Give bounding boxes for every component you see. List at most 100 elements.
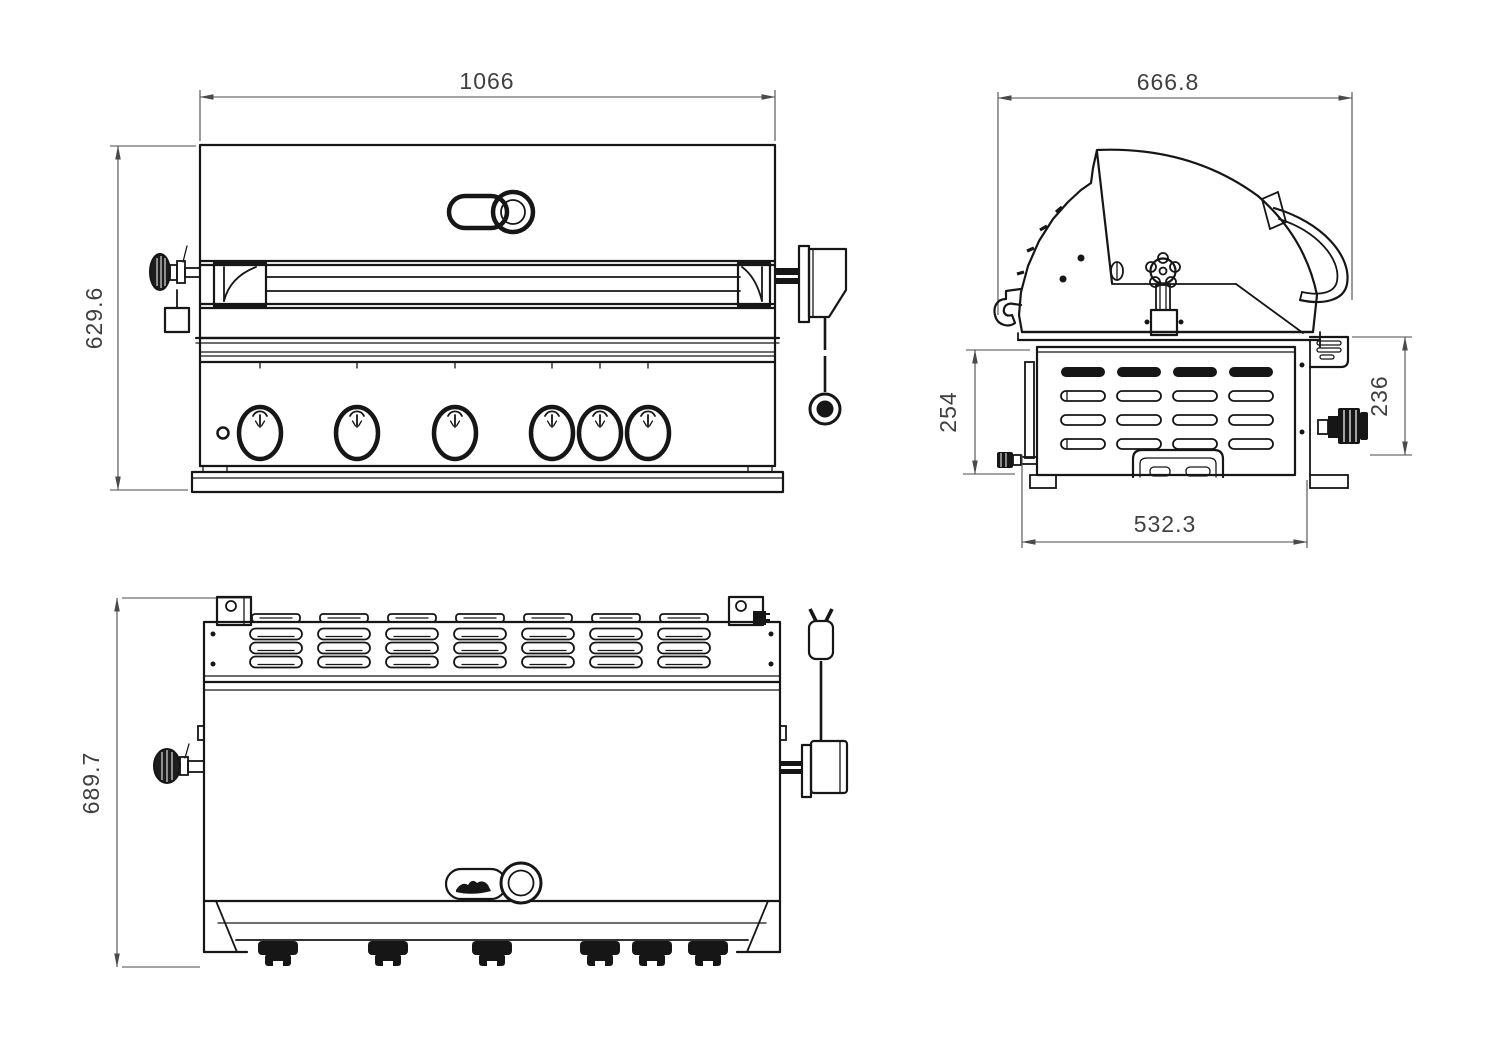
brand-logo <box>456 880 491 894</box>
knob-silhouette <box>632 941 672 967</box>
power-plug <box>807 608 835 661</box>
rivet-dot <box>1059 275 1067 283</box>
side-vent-slot <box>1172 414 1218 426</box>
vent-slot <box>249 655 303 669</box>
knob-silhouette <box>258 941 298 967</box>
rotisserie-assembly-front <box>198 259 777 310</box>
vent-slot <box>657 655 711 669</box>
vent-tab <box>387 613 437 623</box>
burner-knob-6 <box>627 407 669 459</box>
lid-badge <box>446 189 536 235</box>
burner-knob-2 <box>336 407 378 459</box>
vent-slot <box>657 641 711 655</box>
side-vent-slot <box>1116 414 1162 426</box>
dimension-front-width: 1066 <box>199 68 776 141</box>
side-vent-slot <box>1061 367 1105 377</box>
mount-bracket-left <box>215 595 253 627</box>
side-vent-slot <box>1172 390 1218 402</box>
burner-knob-4 <box>531 407 573 459</box>
igniter-button <box>216 426 230 440</box>
rotisserie-motor-front <box>775 244 848 426</box>
side-vent-slot <box>1173 367 1217 377</box>
temp-gauge-outer <box>490 189 536 235</box>
dimension-top-height: 689.7 <box>78 597 252 968</box>
gas-regulator <box>1317 408 1368 444</box>
knob-silhouette <box>580 941 620 967</box>
vent-slot <box>249 641 303 655</box>
hinge-tabs <box>1016 205 1064 276</box>
burner-knob-3 <box>434 407 476 459</box>
side-foot-right <box>1309 474 1349 489</box>
motor-mount-plate <box>797 244 811 324</box>
side-firebox-height-label: 254 <box>935 391 961 432</box>
vent-slot <box>589 627 643 641</box>
rotisserie-rod <box>265 276 741 292</box>
cord-plug-ring <box>808 392 842 426</box>
vent-slot <box>385 641 439 655</box>
hood-top-outline <box>202 620 782 903</box>
thumbscrew-top <box>153 743 205 784</box>
vent-slot <box>317 655 371 669</box>
dimension-front-height: 629.6 <box>81 145 196 491</box>
side-vent-slot <box>1172 438 1218 450</box>
rear-bracket <box>1308 335 1350 369</box>
rotisserie-thumbscrew <box>149 245 201 334</box>
side-vent-slot <box>1116 438 1162 450</box>
vent-slot <box>657 627 711 641</box>
vent-tab <box>319 613 369 623</box>
rivet-dot <box>1077 254 1085 262</box>
vent-slot <box>453 655 507 669</box>
vent-slot <box>589 641 643 655</box>
vent-slot <box>317 627 371 641</box>
vent-slot <box>453 641 507 655</box>
rear-hook <box>993 287 1023 327</box>
vent-slot <box>521 641 575 655</box>
temp-gauge-inner <box>500 199 526 225</box>
side-vent-slot <box>1228 390 1274 402</box>
dimension-side-rear-height: 236 <box>1352 336 1412 456</box>
burner-knob-1 <box>239 407 281 459</box>
rotisserie-motor-top <box>780 608 849 799</box>
vent-tab <box>455 613 505 623</box>
knob-silhouette <box>368 941 408 967</box>
top-height-label: 689.7 <box>78 752 104 815</box>
hinge-nub-right <box>779 725 787 741</box>
side-view: 666.8 <box>935 69 1412 548</box>
top-vent-band <box>202 613 782 691</box>
knob-silhouette <box>472 941 512 967</box>
hood-handle-side <box>1260 190 1349 304</box>
front-base <box>190 464 785 494</box>
dimension-side-firebox-height: 254 <box>935 349 1030 475</box>
thumbscrew-knob <box>149 253 171 291</box>
firebox-side <box>1024 339 1349 489</box>
knob-silhouette <box>688 941 728 967</box>
burner-knob-5 <box>579 407 621 459</box>
vent-tab <box>591 613 641 623</box>
vent-tab <box>523 613 573 623</box>
igniter-wire <box>182 245 188 263</box>
counterweight <box>163 306 191 334</box>
motor-body <box>807 247 848 319</box>
vent-slot <box>317 641 371 655</box>
dimension-side-width: 666.8 <box>997 69 1353 315</box>
rotisserie-star-knob <box>1144 252 1184 337</box>
front-height-label: 629.6 <box>81 287 107 350</box>
mount-bracket-right <box>727 595 770 627</box>
vent-slot <box>249 627 303 641</box>
front-width-label: 1066 <box>459 68 514 94</box>
hinge-nub-left <box>197 725 205 741</box>
top-view: 689.7 <box>78 595 849 968</box>
vent-slot <box>589 655 643 669</box>
side-vent-slot <box>1116 390 1162 402</box>
side-vent-slot <box>1117 367 1161 377</box>
badge-pill <box>446 193 510 231</box>
hood-side-outline <box>1017 148 1319 334</box>
vent-tab <box>659 613 709 623</box>
rotisserie-bracket-left <box>212 261 268 308</box>
side-rear-height-label: 236 <box>1366 375 1392 416</box>
vent-slot <box>521 627 575 641</box>
side-vent-slot <box>1228 414 1274 426</box>
side-foot-left <box>1029 474 1057 489</box>
rotisserie-bracket-right <box>736 261 772 308</box>
